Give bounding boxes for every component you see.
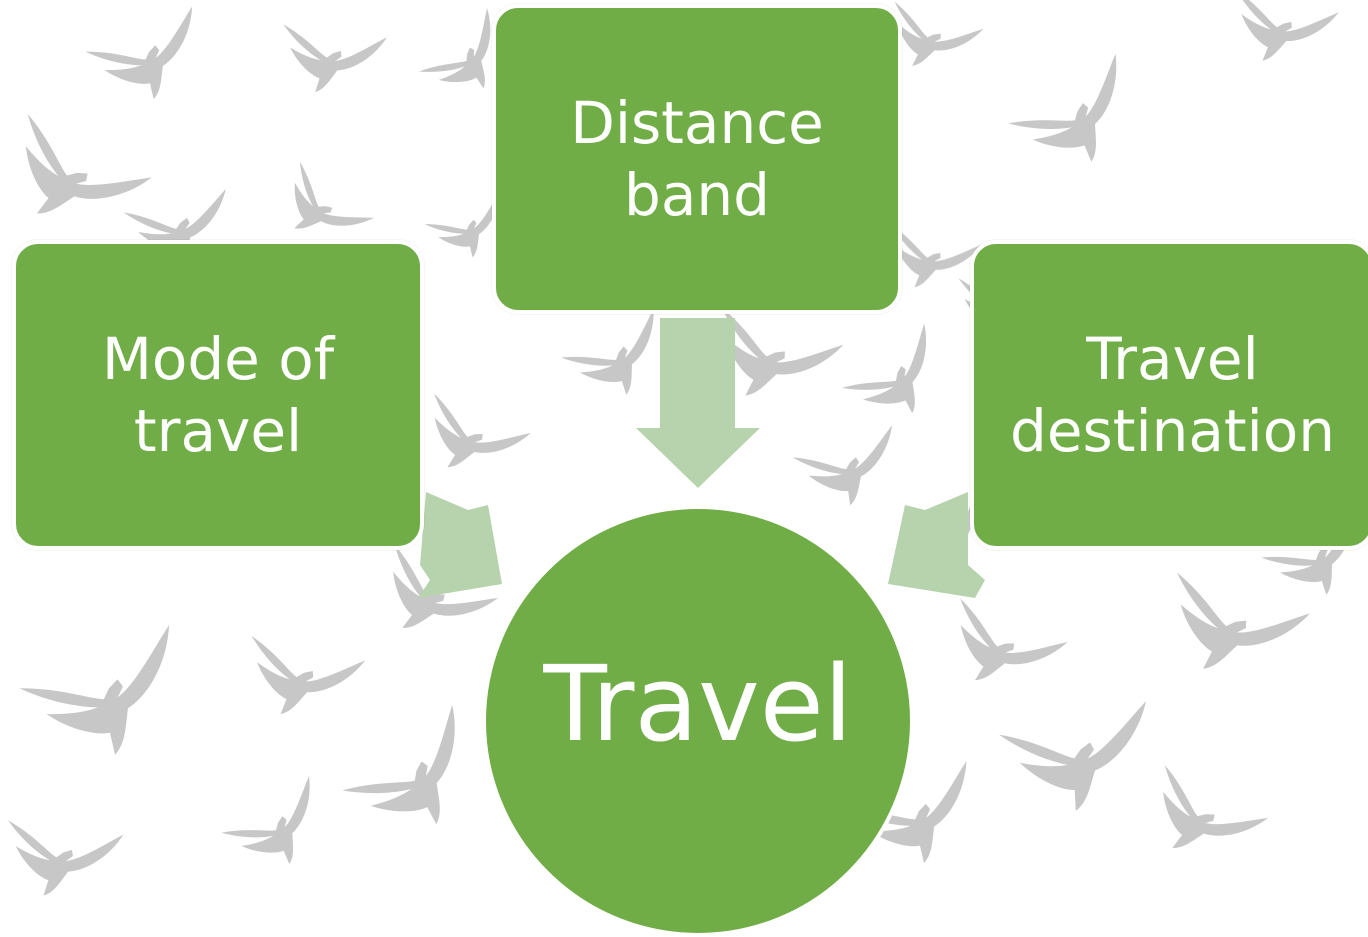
travel-center-circle: Travel [482,505,914,937]
mode-of-travel-label: Mode of travel [101,324,335,466]
travel-destination-label: Travel destination [1010,324,1335,466]
travel-center-label: Travel [543,643,853,765]
travel-destination-box: Travel destination [970,240,1368,550]
arrow-mode-to-center [418,492,502,598]
arrow-destination-to-center [888,492,985,598]
distance-band-box: Distance band [492,4,902,314]
mode-of-travel-box: Mode of travel [12,240,424,550]
distance-band-label: Distance band [570,88,824,230]
arrows-layer [418,318,985,598]
arrow-down [636,318,760,488]
